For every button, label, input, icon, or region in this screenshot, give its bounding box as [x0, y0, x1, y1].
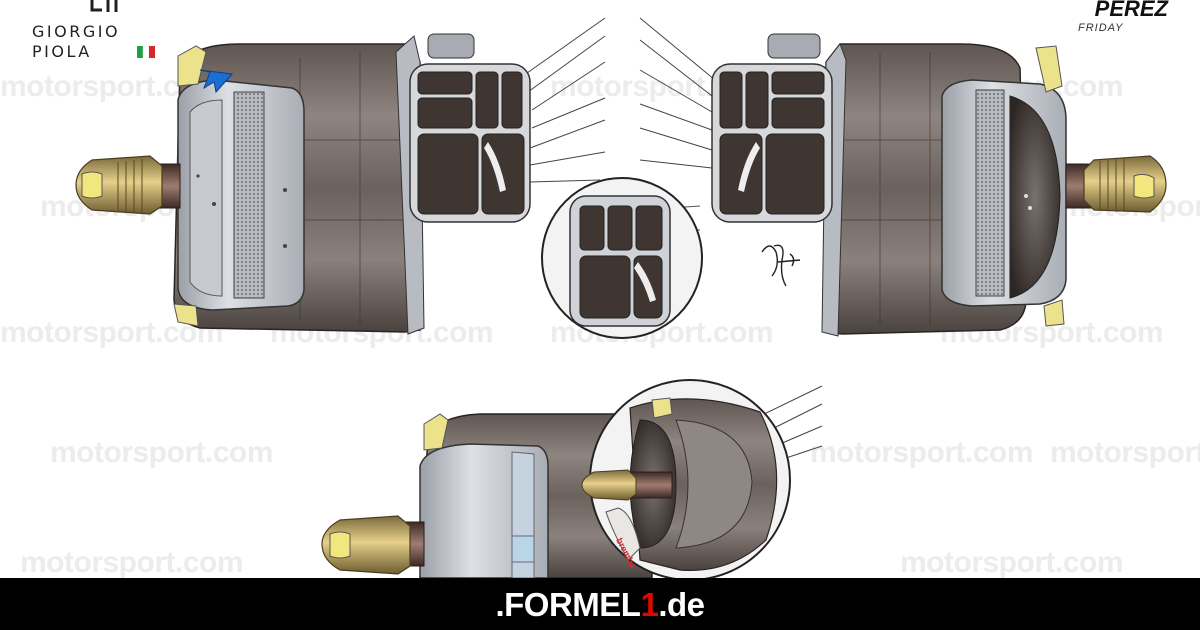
watermark: motorsport.com	[20, 546, 244, 578]
session-label: FRIDAY	[1078, 22, 1124, 34]
site-logo-number: 1	[640, 586, 659, 623]
artist-first-name: GIORGIO	[32, 22, 121, 41]
italian-flag-icon	[137, 46, 155, 58]
driver-name: PEREZ	[1094, 0, 1168, 21]
right-brake-assembly	[639, 17, 1167, 337]
bottom-brake-assembly: brembo	[321, 379, 823, 578]
watermark: motorsport.com	[50, 436, 274, 469]
footer-bar: .FORMEL1.de	[0, 578, 1200, 630]
artist-signature	[761, 244, 801, 287]
center-duct-detail	[541, 177, 703, 339]
site-logo-suffix: .de	[658, 586, 705, 623]
artist-credit: GIORGIO PIOLA	[32, 0, 162, 70]
site-logo[interactable]: .FORMEL1.de	[0, 586, 1200, 624]
artist-last-name: PIOLA	[32, 42, 92, 61]
watermark: motorsport.com	[810, 436, 1034, 469]
watermark: motorsport.com	[1050, 436, 1200, 469]
artist-logo-icon	[90, 0, 118, 12]
site-logo-prefix: .FORMEL	[495, 586, 641, 623]
left-brake-assembly	[75, 17, 606, 335]
brake-duct-illustration: brembo	[75, 17, 1167, 578]
watermark: motorsport.com	[900, 546, 1124, 578]
illustration-canvas: motorsport.com motorsport.com motorsport…	[0, 0, 1200, 578]
